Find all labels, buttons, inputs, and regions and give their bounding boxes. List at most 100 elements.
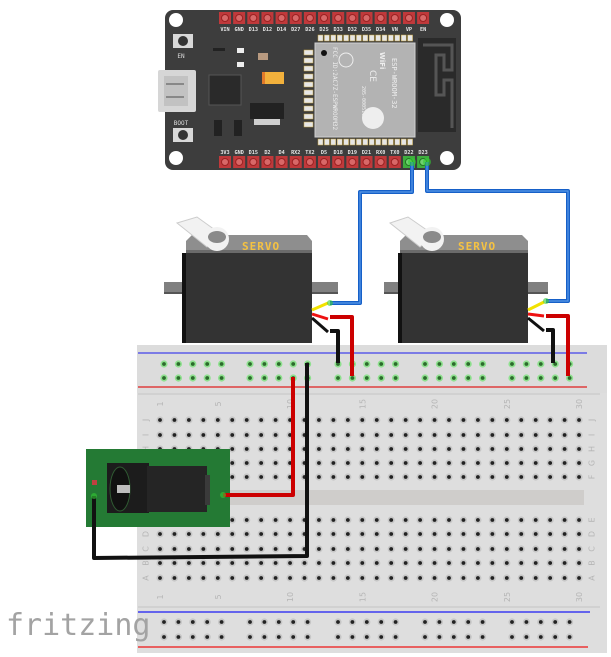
pin-d35[interactable]: D35: [360, 12, 373, 33]
hole-center: [176, 635, 181, 639]
pin-d12[interactable]: D12: [261, 12, 274, 33]
pin-d25[interactable]: D25: [318, 12, 331, 33]
hole-center: [230, 547, 235, 551]
hole-center: [504, 418, 509, 422]
pin-d33[interactable]: D33: [332, 12, 345, 33]
hole-center: [288, 532, 292, 536]
breadboard-labels: 115510101515202025253030JJIIHHGGFFEEDDCC…: [142, 399, 597, 602]
hole-center: [451, 376, 456, 380]
servo-horn[interactable]: [175, 216, 229, 251]
hole-center: [158, 547, 162, 551]
jack-pin-marker: [92, 480, 97, 485]
pin-vin[interactable]: VIN: [219, 12, 231, 33]
module-pad: [303, 121, 314, 128]
column-number: 15: [358, 592, 367, 602]
hole-center: [393, 635, 398, 639]
pin-d15[interactable]: D15: [247, 150, 260, 168]
pin-rx0[interactable]: RX0: [374, 150, 387, 168]
pin-gnd[interactable]: GND: [233, 12, 246, 33]
hole-center: [432, 518, 437, 522]
hole-center: [562, 447, 567, 451]
pin-d14[interactable]: D14: [275, 12, 288, 33]
hole-center: [244, 418, 249, 422]
pin-tx2[interactable]: TX2: [303, 150, 316, 168]
pin-d18[interactable]: D18: [332, 150, 345, 168]
hole-center: [230, 418, 235, 422]
hole-center: [403, 461, 408, 465]
pin-3v3[interactable]: 3V3: [219, 150, 231, 168]
power-wire-servo1[interactable]: [330, 315, 354, 376]
hole-center: [360, 576, 365, 580]
hole-center: [176, 620, 181, 624]
pin-label: D35: [362, 27, 371, 33]
pin-tx0[interactable]: TX0: [388, 150, 401, 168]
pin-d4[interactable]: D4: [275, 150, 288, 168]
hole-center: [461, 518, 466, 522]
ground-wire-servo1[interactable]: [330, 329, 340, 363]
row-letter: J: [588, 419, 597, 422]
pin-d13[interactable]: D13: [247, 12, 260, 33]
pin-d2[interactable]: D2: [261, 150, 274, 168]
pin-rx2[interactable]: RX2: [289, 150, 302, 168]
boot-button[interactable]: [173, 128, 193, 142]
hole-center: [510, 362, 514, 366]
pin-d34[interactable]: D34: [374, 12, 387, 33]
pin-d27[interactable]: D27: [289, 12, 302, 33]
hole-center: [244, 547, 249, 551]
hole-center: [562, 547, 567, 551]
module-pad: [375, 34, 381, 42]
column-number: 30: [575, 592, 584, 602]
antenna-trace: [423, 43, 454, 128]
pin-gnd[interactable]: GND: [233, 150, 246, 168]
ground-wire-servo2[interactable]: [546, 328, 555, 363]
pin-vn[interactable]: VN: [388, 12, 401, 33]
hole-center: [447, 532, 451, 536]
dc-barrel-jack: [86, 449, 230, 527]
pin-label: D26: [305, 27, 314, 33]
hole-center: [374, 433, 379, 437]
pin-d32[interactable]: D32: [346, 12, 359, 33]
hole-center: [519, 547, 524, 551]
hole-center: [162, 635, 166, 639]
hole-center: [451, 620, 456, 624]
pin-d26[interactable]: D26: [303, 12, 316, 33]
pin-d19[interactable]: D19: [346, 150, 359, 168]
hole-center: [533, 475, 538, 479]
hole-center: [176, 376, 181, 380]
ground-wire-jack[interactable]: [92, 363, 309, 560]
hole-center: [379, 376, 384, 380]
hole-center: [437, 376, 442, 380]
module-pad: [368, 34, 375, 42]
mount-hole: [440, 151, 454, 165]
hole-center: [172, 418, 177, 422]
hole-center: [567, 635, 572, 639]
en-button[interactable]: [173, 34, 193, 48]
hole-center: [533, 461, 538, 465]
hole-center: [172, 433, 177, 437]
hole-center: [205, 376, 210, 380]
pin-vp[interactable]: VP: [402, 12, 415, 33]
module-pad: [356, 138, 362, 146]
servo-horn[interactable]: [388, 216, 444, 251]
servo-1-power-lead: [311, 312, 329, 321]
column-number: 5: [214, 401, 223, 406]
power-wire-servo2[interactable]: [546, 314, 570, 376]
hole-center: [548, 561, 553, 565]
hole-center: [336, 635, 340, 639]
hole-center: [273, 433, 278, 437]
pin-d5[interactable]: D5: [318, 150, 331, 168]
column-number: 10: [286, 399, 295, 409]
power-wire-jack[interactable]: [223, 377, 295, 497]
hole-center: [201, 561, 206, 565]
pin-d21[interactable]: D21: [360, 150, 373, 168]
pin-en[interactable]: EN: [417, 12, 430, 33]
hole-center: [533, 561, 538, 565]
module-pad: [303, 57, 314, 64]
hole-center: [510, 635, 514, 639]
hole-center: [336, 362, 340, 366]
pin-label: VN: [392, 27, 398, 33]
module-pad: [330, 34, 337, 42]
hole-center: [437, 635, 442, 639]
pin-label: D25: [319, 27, 328, 33]
hole-center: [187, 532, 191, 536]
